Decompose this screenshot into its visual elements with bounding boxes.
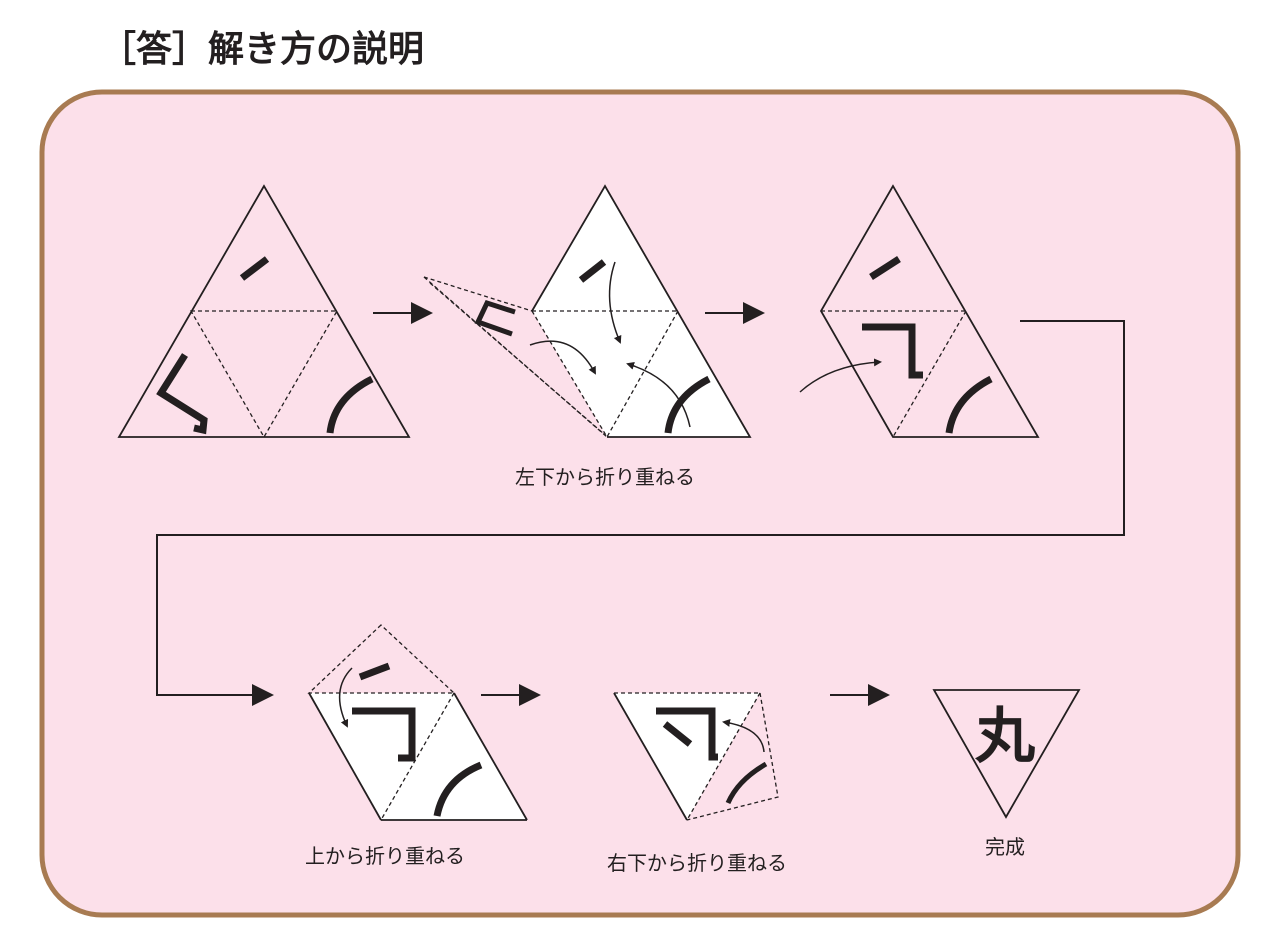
panel bbox=[39, 89, 1241, 918]
step-label: 左下から折り重ねる bbox=[515, 465, 695, 489]
connector-arrow bbox=[156, 320, 1125, 706]
figure-after-first-fold bbox=[799, 184, 1040, 438]
result-character: 丸 bbox=[974, 702, 1035, 772]
step-label: 右下から折り重ねる bbox=[607, 851, 787, 875]
step-label: 完成 bbox=[985, 835, 1025, 859]
figure-fold-top bbox=[307, 624, 528, 821]
figure-fold-lower-right bbox=[613, 692, 779, 821]
page-title: ［答］解き方の説明 bbox=[100, 29, 424, 70]
figure-unfolded bbox=[117, 184, 411, 439]
step-label: 上から折り重ねる bbox=[305, 844, 465, 868]
figure-complete: 丸 bbox=[932, 689, 1081, 819]
figure-fold-lower-left bbox=[423, 184, 752, 438]
